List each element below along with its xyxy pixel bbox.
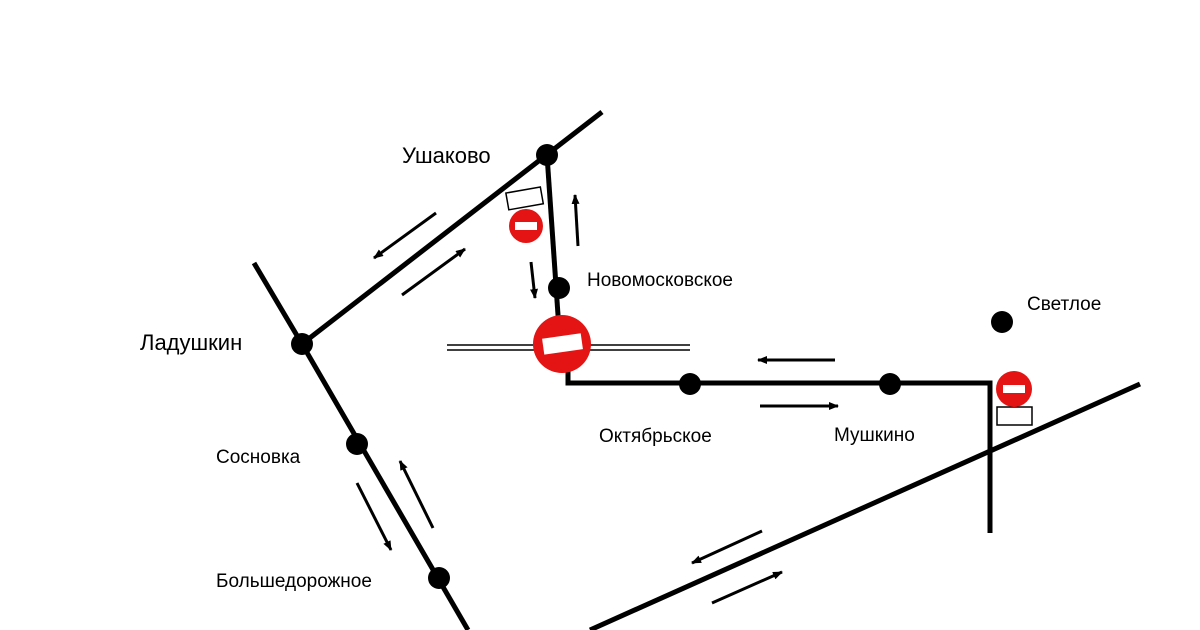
settlement-dot-icon (346, 433, 368, 455)
place-label-sosnovka: Сосновка (216, 447, 301, 468)
settlement-dot-icon (679, 373, 701, 395)
direction-arrows (355, 194, 839, 605)
road-ushakovo-novomoskovskoe (544, 154, 563, 345)
place-label-ushakovo: Ушаково (402, 143, 491, 168)
direction-arrow-icon (401, 247, 466, 297)
no-entry-sign-icon (509, 209, 543, 243)
direction-arrow-icon (373, 211, 437, 260)
place-label-bolshedorozhnoe: Большедорожное (216, 571, 372, 592)
direction-arrow-icon (711, 570, 783, 605)
sign-plate-icon (505, 186, 545, 211)
direction-arrow-icon (529, 261, 538, 299)
no-entry-sign-icon (533, 315, 591, 373)
place-label-mushkino: Мушкино (834, 425, 915, 446)
sign-plates (505, 186, 1033, 426)
direction-arrow-icon (571, 194, 580, 247)
settlement-dot-icon (548, 277, 570, 299)
direction-arrow-icon (691, 529, 763, 565)
direction-arrow-icon (355, 482, 393, 551)
road-ladushkin-north (251, 261, 305, 346)
sign-plate-icon (996, 406, 1033, 426)
settlement-dot-icon (991, 311, 1013, 333)
settlement-dot-icon (428, 567, 450, 589)
road-southeast (588, 381, 1142, 630)
settlement-dots (291, 144, 1013, 589)
place-label-novomoskovskoe: Новомосковское (587, 270, 733, 291)
no-entry-sign-icon (996, 371, 1032, 407)
roads (251, 110, 1142, 630)
settlement-dot-icon (291, 333, 313, 355)
place-label-svetloe: Светлое (1027, 294, 1102, 315)
place-label-oktyabrskoe: Октябрьское (599, 426, 712, 447)
settlement-dot-icon (536, 144, 558, 166)
place-label-ladushkin: Ладушкин (140, 330, 243, 355)
direction-arrow-icon (398, 460, 435, 529)
settlement-dot-icon (879, 373, 901, 395)
